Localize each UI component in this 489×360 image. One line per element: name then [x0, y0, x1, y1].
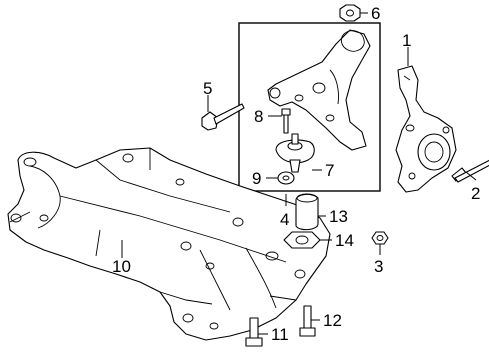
callout-2: 2: [471, 184, 480, 203]
callout-4: 4: [280, 210, 289, 229]
knuckle-bolt[interactable]: [451, 159, 489, 183]
subframe-bolt-12[interactable]: [299, 305, 316, 337]
knuckle-nut[interactable]: [371, 231, 389, 245]
callout-3: 3: [374, 257, 383, 276]
callout-6: 6: [371, 4, 380, 23]
front-crossmember[interactable]: [7, 147, 331, 341]
steering-knuckle[interactable]: [395, 65, 457, 193]
callout-10: 10: [112, 257, 131, 276]
mount-plate[interactable]: [283, 231, 321, 249]
ball-joint[interactable]: [275, 133, 315, 173]
lower-control-arm[interactable]: [267, 29, 371, 151]
callout-5: 5: [203, 79, 212, 98]
crossmember-bushing[interactable]: [295, 193, 319, 231]
subframe-bolt-11[interactable]: [245, 317, 263, 347]
callout-1: 1: [402, 31, 411, 50]
callout-9: 9: [252, 169, 261, 188]
leader-lines: [121, 12, 477, 335]
callout-13: 13: [329, 207, 348, 226]
long-bolt[interactable]: [201, 103, 245, 131]
callout-14: 14: [335, 231, 354, 250]
callout-8: 8: [254, 107, 263, 126]
control-arm-bolt[interactable]: [281, 108, 291, 134]
callout-12: 12: [323, 311, 342, 330]
top-nut[interactable]: [339, 4, 361, 22]
ball-joint-nut[interactable]: [277, 171, 295, 185]
callout-11: 11: [271, 325, 289, 344]
callout-7: 7: [325, 161, 334, 180]
